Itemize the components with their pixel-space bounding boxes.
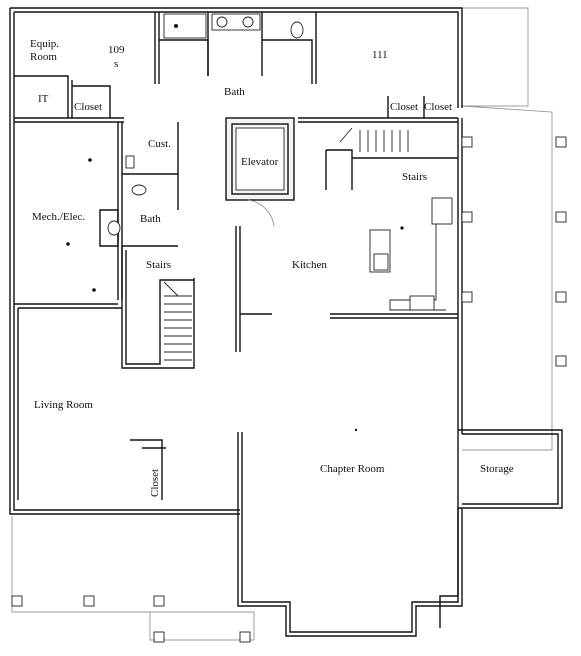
kitchen-fixtures	[369, 197, 453, 311]
label-bath-top: Bath	[224, 86, 245, 98]
label-closet-bottom: Closet	[149, 469, 161, 497]
label-equip-room-2: Room	[30, 51, 57, 63]
ceiling-fixtures	[66, 158, 358, 432]
porch-columns	[11, 136, 567, 643]
label-living-room: Living Room	[34, 399, 93, 411]
stair-treads-right	[339, 127, 409, 152]
label-closet-top-left: Closet	[74, 101, 102, 113]
label-chapter-room: Chapter Room	[320, 463, 385, 475]
label-room-109-s: s	[114, 58, 118, 70]
porch-outlines	[11, 7, 553, 641]
label-elevator: Elevator	[241, 156, 279, 168]
label-it: IT	[38, 93, 49, 105]
label-stairs-left: Stairs	[146, 259, 171, 271]
elevator-shaft	[225, 117, 295, 227]
label-storage: Storage	[480, 463, 514, 475]
label-closet-top-right-1: Closet	[390, 101, 418, 113]
label-kitchen: Kitchen	[292, 259, 327, 271]
interior-walls	[14, 12, 459, 510]
label-closet-top-right-2: Closet	[424, 101, 452, 113]
label-equip-room-1: Equip.	[30, 38, 59, 50]
room-labels: Equip. Room IT Closet 109 s Bath 111 Clo…	[30, 38, 514, 497]
exterior-walls	[9, 7, 563, 637]
label-bath-left: Bath	[140, 213, 161, 225]
label-stairs-right: Stairs	[402, 171, 427, 183]
label-mech-elec: Mech./Elec.	[32, 211, 85, 223]
bath-fixtures	[107, 13, 304, 236]
stair-treads-left	[163, 281, 192, 361]
label-room-111: 111	[372, 49, 388, 61]
label-room-109: 109	[108, 44, 125, 56]
label-cust: Cust.	[148, 138, 171, 150]
